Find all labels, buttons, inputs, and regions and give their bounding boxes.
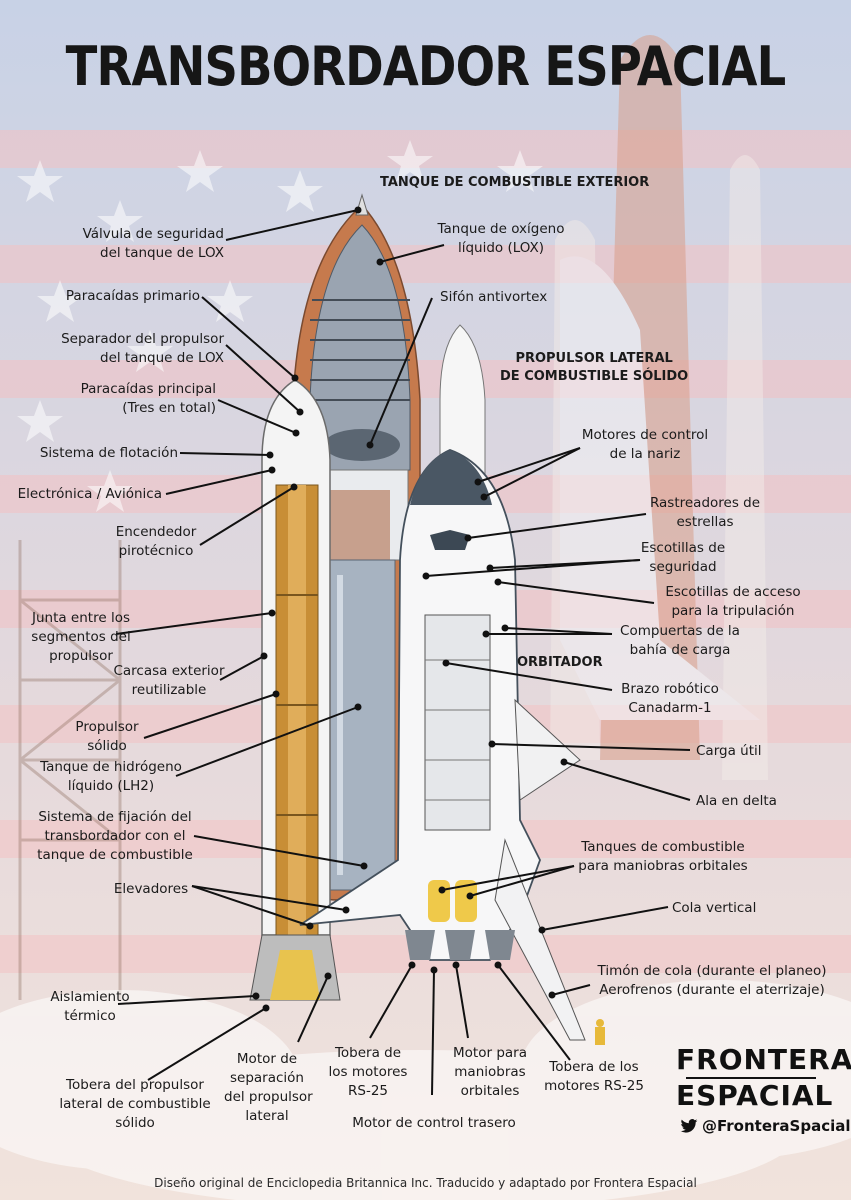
label-avionics: Electrónica / Aviónica [17, 486, 162, 502]
label-flotation: Sistema de flotación [39, 445, 178, 461]
section-booster: PROPULSOR LATERAL DE COMBUSTIBLE SÓLIDO [500, 351, 689, 384]
label-solid-propellant: Propulsor sólido [75, 719, 139, 754]
label-casing: Carcasa exterior reutilizable [113, 663, 225, 698]
label-igniter: Encendedor pirotécnico [115, 524, 197, 559]
twitter-handle[interactable]: @FronteraSpacial [680, 1117, 851, 1135]
label-sep-motor: Motor de separación del propulsor latera… [224, 1051, 313, 1124]
label-oms-engine: Motor para maniobras orbitales [453, 1045, 527, 1099]
label-nose-rcs: Motores de control de la nariz [581, 427, 709, 462]
label-oms-tanks: Tanques de combustible para maniobras or… [578, 839, 748, 874]
page-title: TRANSBORDADOR ESPACIAL [65, 35, 786, 98]
leader-arrowheads [252, 206, 568, 1012]
orbiter [299, 449, 586, 1041]
logo-rule [686, 1077, 816, 1079]
label-rs25-left: Tobera de los motores RS-25 [328, 1045, 408, 1099]
section-orbiter: ORBITADOR [517, 655, 603, 670]
label-payload-doors: Compuertas de la bahía de carga [620, 623, 740, 658]
solid-rocket-booster [249, 379, 341, 1001]
label-lh2-tank: Tanque de hidrógeno líquido (LH2) [40, 759, 182, 794]
label-insulation: Aislamiento térmico [50, 989, 130, 1024]
label-lox-valve: Válvula de seguridad del tanque de LOX [82, 226, 224, 261]
label-lox-tank: Tanque de oxígeno líquido (LOX) [437, 221, 565, 256]
flag-stars [17, 140, 543, 512]
label-segment-joint: Junta entre los segmentos del propulsor [31, 610, 131, 664]
logo-line-1: FRONTERA [676, 1043, 851, 1076]
label-safety-hatch: Escotillas de seguridad [640, 540, 726, 575]
label-separator: Separador del propulsor del tanque de LO… [61, 331, 224, 366]
frontera-espacial-logo: FRONTERA ESPACIAL [676, 1043, 851, 1112]
label-rs25-right: Tobera de los motores RS-25 [544, 1059, 644, 1094]
leader-lines [115, 209, 691, 1096]
label-rudder: Timón de cola (durante el planeo) Aerofr… [597, 963, 827, 998]
label-attach-system: Sistema de fijación del transbordador co… [37, 809, 193, 863]
twitter-handle-text: @FronteraSpacial [702, 1117, 851, 1135]
section-external-tank: TANQUE DE COMBUSTIBLE EXTERIOR [380, 175, 650, 190]
label-payload: Carga útil [696, 743, 762, 759]
logo-line-2: ESPACIAL [676, 1079, 834, 1112]
label-star-trackers: Rastreadores de estrellas [649, 495, 761, 530]
label-srb-nozzle: Tobera del propulsor lateral de combusti… [59, 1077, 211, 1131]
label-main-chutes: Paracaídas principal (Tres en total) [80, 381, 216, 416]
twitter-bird-icon [680, 1119, 698, 1133]
label-elevons: Elevadores [113, 881, 189, 897]
label-vertical-tail: Cola vertical [672, 900, 757, 916]
credit-line: Diseño original de Enciclopedia Britanni… [154, 1176, 697, 1190]
label-aft-rcs: Motor de control trasero [352, 1115, 516, 1131]
label-delta-wing: Ala en delta [696, 793, 777, 809]
label-antivortex: Sifón antivortex [440, 289, 548, 305]
background-shuttle-stack [550, 35, 768, 780]
label-drogue-chute: Paracaídas primario [65, 288, 200, 304]
label-crew-hatch: Escotillas de acceso para la tripulación [665, 584, 801, 619]
label-canadarm: Brazo robótico Canadarm-1 [621, 681, 719, 716]
astronaut-scale-figure [595, 1019, 605, 1045]
background-launch-tower [18, 540, 122, 1000]
